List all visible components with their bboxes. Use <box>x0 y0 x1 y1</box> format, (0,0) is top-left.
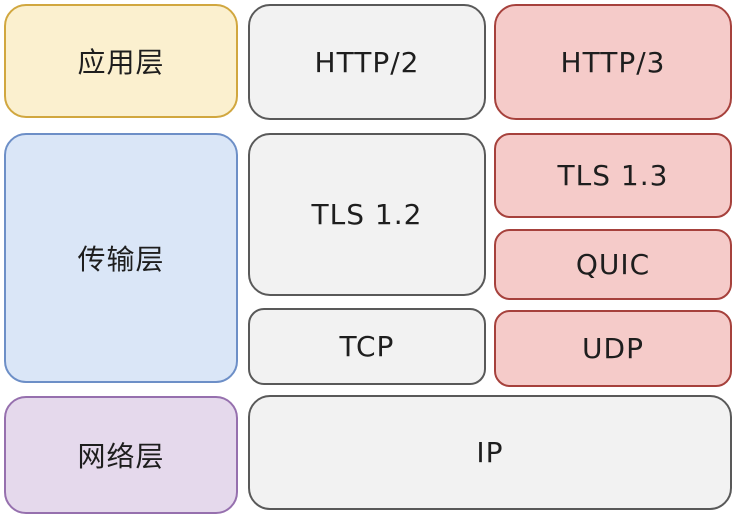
box-tcp: TCP <box>248 308 486 385</box>
udp-label: UDP <box>582 332 644 365</box>
box-ip: IP <box>248 395 732 510</box>
application-layer-label: 应用层 <box>77 46 165 79</box>
box-udp: UDP <box>494 310 732 387</box>
box-tls12: TLS 1.2 <box>248 133 486 296</box>
quic-label: QUIC <box>575 248 651 281</box>
http3-label: HTTP/3 <box>560 45 666 79</box>
transport-layer-label: 传输层 <box>77 243 165 276</box>
box-http2: HTTP/2 <box>248 4 486 120</box>
box-application-layer: 应用层 <box>4 4 238 118</box>
http2-label: HTTP/2 <box>314 45 420 79</box>
tls13-label: TLS 1.3 <box>557 159 669 192</box>
box-transport-layer: 传输层 <box>4 133 238 383</box>
box-quic: QUIC <box>494 229 732 300</box>
box-tls13: TLS 1.3 <box>494 133 732 218</box>
tcp-label: TCP <box>339 330 395 363</box>
network-layer-label: 网络层 <box>77 440 165 473</box>
box-network-layer: 网络层 <box>4 396 238 514</box>
ip-label: IP <box>476 436 504 469</box>
tls12-label: TLS 1.2 <box>311 198 423 231</box>
box-http3: HTTP/3 <box>494 4 732 120</box>
